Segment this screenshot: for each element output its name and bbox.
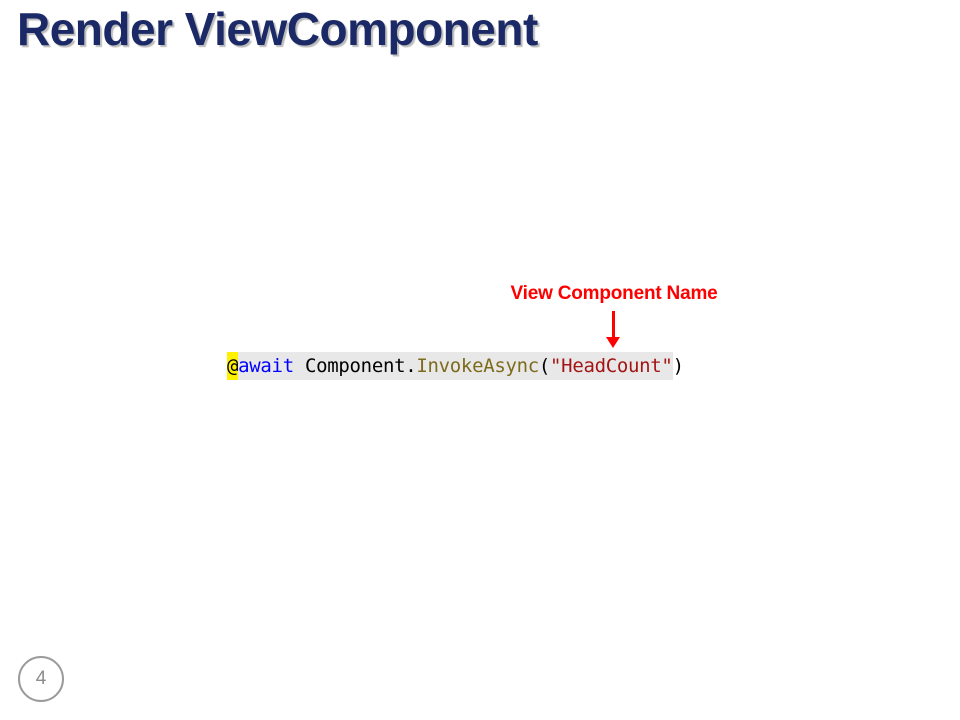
arrow-shaft <box>611 311 615 337</box>
code-token-plain: ( <box>538 352 550 380</box>
code-token-string: "HeadCount" <box>550 352 673 380</box>
code-token-plain: Component. <box>293 352 417 380</box>
arrow-head <box>606 337 620 348</box>
page-number: 4 <box>35 668 47 689</box>
page-number-badge: 4 <box>18 656 64 702</box>
code-token-plain: ) <box>672 355 684 377</box>
code-token-method: InvokeAsync <box>416 352 539 380</box>
code-token-keyword: await <box>238 352 294 380</box>
code-snippet: @await Component.InvokeAsync("HeadCount"… <box>227 352 684 380</box>
annotation-label: View Component Name <box>510 283 718 304</box>
down-arrow-icon <box>606 311 620 348</box>
code-token-razor-transition: @ <box>227 352 238 380</box>
slide-title: Render ViewComponent <box>17 3 538 55</box>
